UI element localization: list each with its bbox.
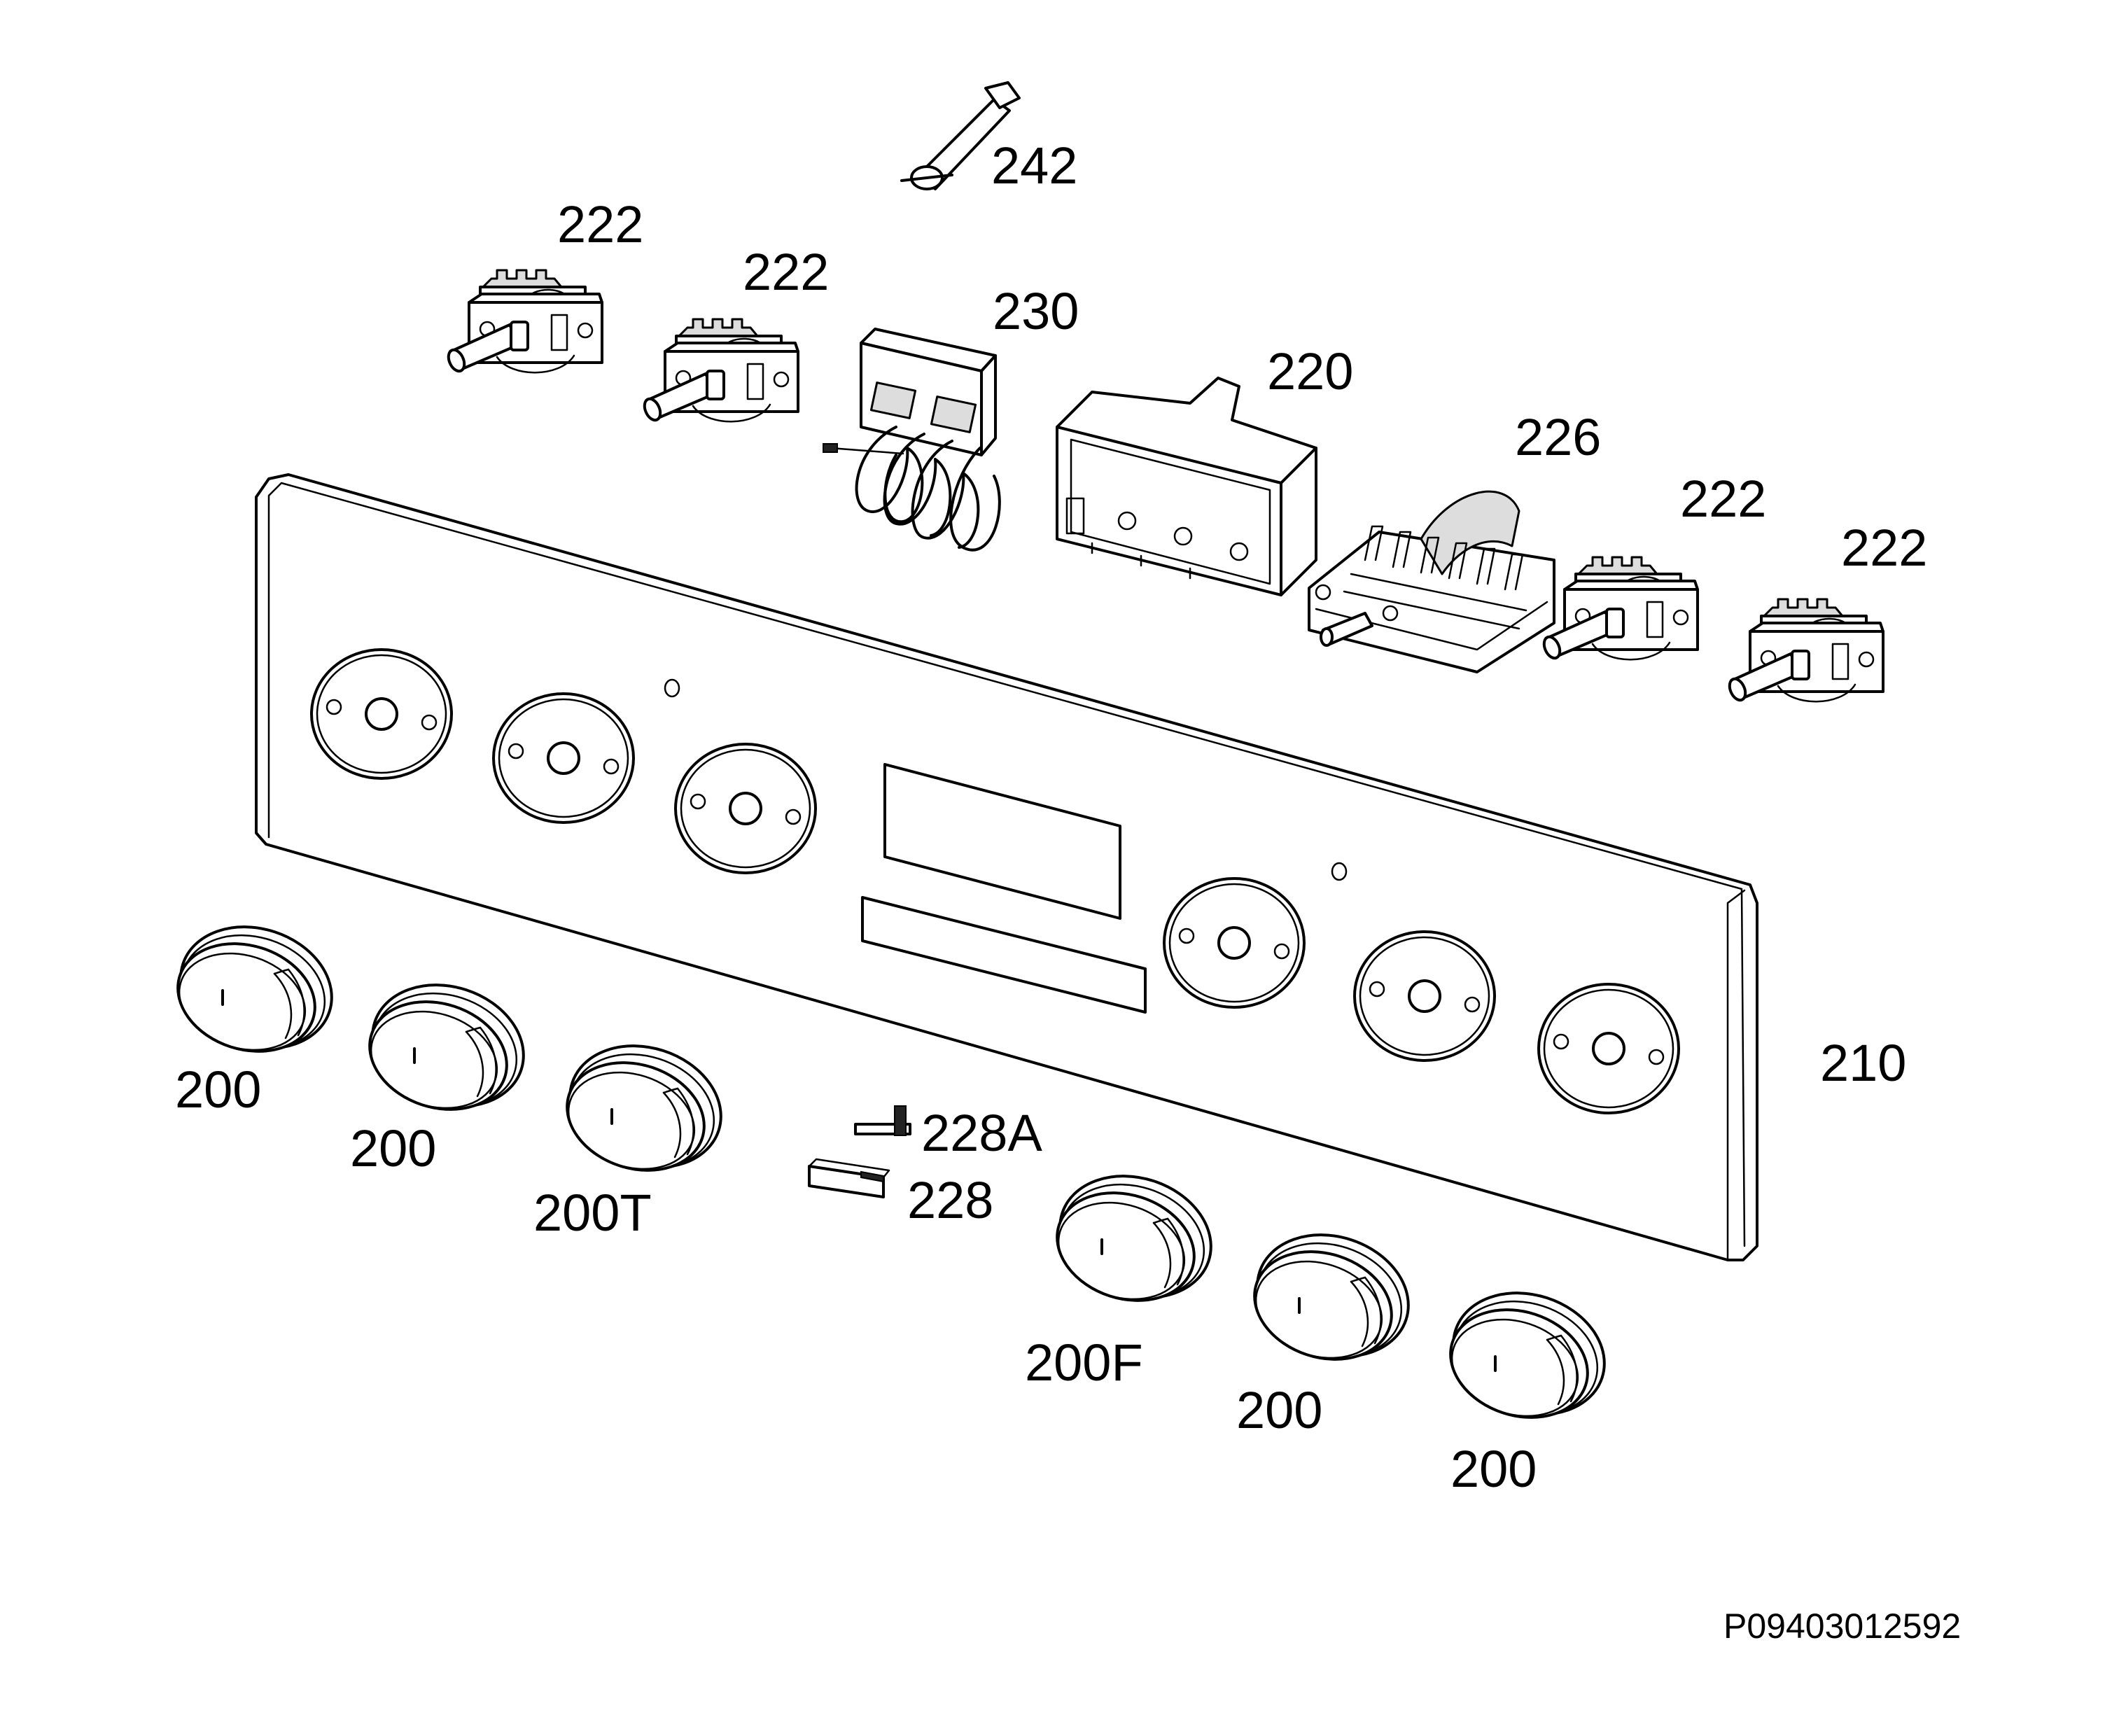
- label-228A: 228A: [921, 1104, 1042, 1162]
- label-222-1: 222: [557, 195, 643, 253]
- label-220: 220: [1267, 342, 1353, 400]
- part-226-selector-switch: [1308, 490, 1555, 673]
- part-200-knob-3: [1239, 1214, 1426, 1378]
- part-200-knob-4: [1435, 1273, 1622, 1436]
- part-200T-knob: [552, 1026, 739, 1189]
- part-210-control-panel: [255, 473, 1758, 1261]
- label-222-3: 222: [1680, 470, 1766, 528]
- label-200-4: 200: [1450, 1440, 1537, 1498]
- panel-display-window: [883, 763, 1121, 920]
- part-242-sensor: [900, 81, 1021, 190]
- label-200F: 200F: [1025, 1334, 1143, 1392]
- label-200T: 200T: [533, 1184, 652, 1242]
- part-200-knob-2: [354, 965, 541, 1128]
- label-230: 230: [993, 282, 1079, 340]
- part-222-switch-2: [640, 318, 799, 424]
- panel-label-slot: [861, 896, 1147, 1014]
- label-228: 228: [907, 1171, 993, 1229]
- label-222-4: 222: [1841, 519, 1927, 577]
- part-220-timer: [1056, 377, 1317, 596]
- part-222-switch-4: [1725, 598, 1884, 704]
- label-242: 242: [991, 136, 1077, 195]
- part-200F-knob: [1042, 1156, 1229, 1320]
- part-228A-clip: [854, 1105, 911, 1136]
- part-222-switch-3: [1539, 556, 1699, 662]
- label-222-2: 222: [743, 243, 829, 301]
- part-230-thermostat: [823, 328, 1001, 552]
- drawing-code: P09403012592: [1723, 1606, 1961, 1646]
- label-200-2: 200: [350, 1119, 436, 1177]
- label-210: 210: [1820, 1034, 1906, 1092]
- part-222-switch-1: [444, 269, 603, 375]
- label-226: 226: [1515, 408, 1601, 466]
- part-228-lamp: [808, 1158, 890, 1198]
- label-200-1: 200: [175, 1060, 261, 1119]
- part-200-knob-1: [162, 906, 349, 1070]
- label-200-3: 200: [1236, 1381, 1322, 1439]
